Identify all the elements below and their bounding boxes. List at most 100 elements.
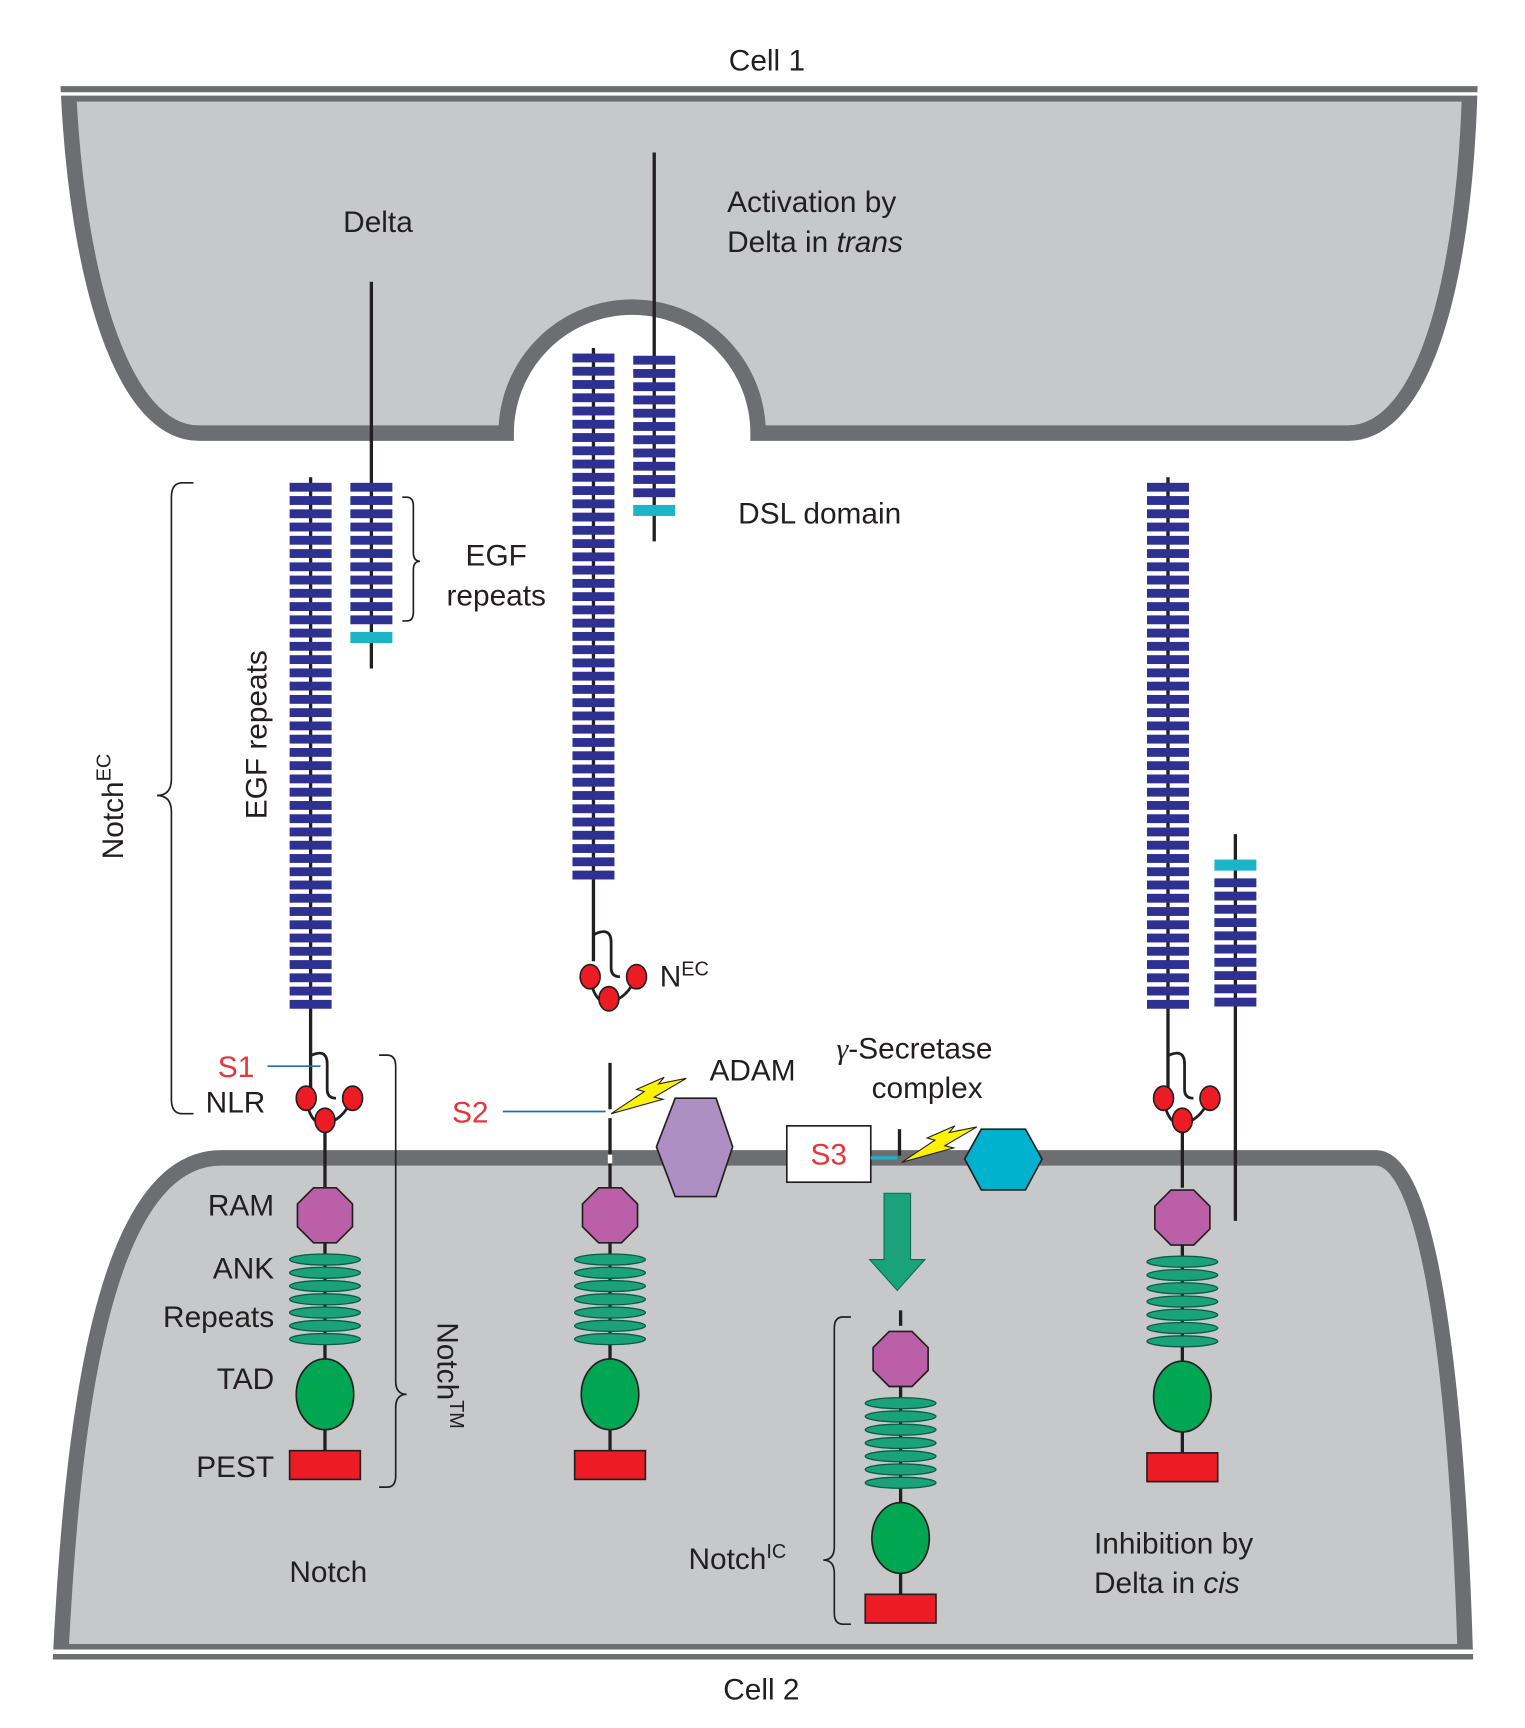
cell-2-body: [52, 1150, 1474, 1660]
notch-trans-egf-repeat: [572, 631, 615, 641]
notch-trans-egf-repeat: [572, 804, 615, 814]
delta-trans-egf-repeat: [633, 461, 676, 471]
notch-cis-ank-repeat: [1146, 1268, 1219, 1282]
activation-label-line1: Activation by: [727, 186, 896, 219]
notch-left-egf-repeat: [289, 628, 332, 638]
notch-trans-pest-domain: [573, 1449, 647, 1481]
notch-left-egf-repeat: [289, 880, 332, 890]
notch-left-egf-repeat: [289, 482, 332, 492]
notch-left-egf-repeat: [289, 734, 332, 744]
delta-trans-egf-repeat: [633, 355, 676, 365]
delta-trans-egf-repeat: [633, 382, 676, 392]
notch-cis-egf-repeat: [1146, 575, 1189, 585]
notch-cis-egf-repeat: [1146, 602, 1189, 611]
dsl-domain-label: DSL domain: [738, 498, 901, 531]
notch-cis-nrr-lnr-repeat: [1152, 1085, 1175, 1112]
delta-trans-dsl-domain: [633, 504, 676, 516]
cell-1-body: [60, 86, 1478, 441]
notch-ic-ank-repeat: [864, 1436, 937, 1450]
notch-ic-ank-repeat: [864, 1423, 937, 1436]
notch-left-egf-repeat: [289, 999, 332, 1009]
notch-trans-egf-repeat: [572, 844, 615, 853]
delta-trans-egf-repeat: [633, 435, 676, 445]
notch-left-egf-repeat: [289, 933, 332, 943]
notch-cis-egf-repeat: [1146, 522, 1189, 532]
delta-left-egf-repeat: [350, 588, 393, 598]
notch-trans-egf-repeat: [572, 830, 615, 840]
notch-trans-egf-repeat: [572, 578, 615, 588]
notch-ec-brace: [157, 481, 194, 1115]
notch-cis-egf-repeat: [1146, 973, 1189, 983]
notch-left-egf-repeat: [289, 602, 332, 611]
notch-trans-tad-domain: [580, 1358, 640, 1431]
notch-trans-egf-repeat: [572, 353, 615, 363]
tad-label: TAD: [217, 1363, 274, 1396]
notch-ic-ank-repeat: [864, 1476, 937, 1489]
gamma-secretase: [963, 1128, 1043, 1191]
notch-trans-ank-repeat: [574, 1253, 647, 1266]
delta-left-egf-repeat: [350, 509, 393, 519]
notch-left-egf-repeat: [289, 986, 332, 996]
gamma-secretase-label-line1: γ-Secretase: [837, 1032, 993, 1065]
delta-trans-egf-repeat: [633, 475, 676, 484]
delta-label: Delta: [343, 206, 413, 239]
notch-trans-egf-repeat: [572, 366, 615, 376]
notch-cis-egf-repeat: [1146, 787, 1189, 797]
gamma-secretase-label-line2: complex: [872, 1072, 983, 1105]
notch-ic-ram-domain: [872, 1330, 929, 1388]
adam-label: ADAM: [709, 1055, 795, 1088]
notch-left-ank-repeat: [288, 1279, 361, 1293]
notch-left-ank-repeat: [288, 1266, 361, 1279]
notch-cis-egf-repeat: [1146, 801, 1189, 810]
notch-left-egf-repeat: [289, 549, 332, 558]
notch-trans-nec-lnr-repeat: [625, 963, 648, 990]
notch-left-egf-repeat: [289, 827, 332, 837]
notch-trans-egf-repeat: [572, 777, 615, 787]
notch-trans-nec-loop: [592, 930, 621, 979]
notch-cis-egf-repeat: [1146, 708, 1189, 718]
notch-left-egf-repeat: [289, 774, 332, 784]
notch-trans-egf-repeat: [572, 486, 615, 495]
notch-left-egf-repeat: [289, 575, 332, 585]
notch-ic-brace: [823, 1316, 851, 1625]
notch-trans-egf-repeat: [572, 525, 615, 535]
notch-cis-egf-repeat: [1146, 668, 1189, 678]
notch-left-egf-repeat: [289, 694, 332, 704]
notch-cis-egf-repeat: [1146, 907, 1189, 916]
notch-trans-egf-repeat: [572, 472, 615, 482]
delta-left-egf-repeat: [350, 575, 393, 585]
notch-trans-ank-repeat: [574, 1293, 647, 1306]
notch-trans-s3-site: [607, 1154, 613, 1164]
notch-left-egf-repeat: [289, 787, 332, 797]
delta-trans-egf-repeat: [633, 488, 676, 498]
notch-cis-egf-repeat: [1146, 641, 1189, 651]
notch-trans-ank-repeat: [574, 1279, 647, 1293]
notch-ec-label: NotchEC: [94, 754, 130, 860]
delta-left-egf-repeat: [350, 549, 393, 558]
delta-cis-egf-repeat: [1214, 957, 1257, 967]
delta-left-egf-repeat: [350, 602, 393, 611]
notch-left-egf-repeat: [289, 655, 332, 665]
repeats-label: Repeats: [163, 1301, 274, 1334]
delta-left-egf-repeat: [350, 522, 393, 532]
notch-trans-ank-repeat: [574, 1319, 647, 1333]
notch-cis-egf-repeat: [1146, 694, 1189, 704]
delta-cis-egf-repeat: [1214, 931, 1257, 941]
notch-trans-egf-repeat: [572, 658, 615, 668]
notch-left-egf-repeat: [289, 893, 332, 903]
notch-trans-egf-repeat: [572, 618, 615, 628]
notch-trans-egf-repeat: [572, 446, 615, 456]
notch-tm-label: NotchTM: [431, 1322, 467, 1429]
notch-cis-egf-repeat: [1146, 933, 1189, 943]
notch-left-egf-repeat: [289, 535, 332, 545]
notch-trans-egf-repeat: [572, 751, 615, 761]
delta-cis-egf-repeat: [1214, 918, 1257, 927]
notch-trans-egf-repeat: [572, 605, 615, 615]
notch-ic-ank-repeat: [864, 1396, 937, 1410]
notch-cis-egf-repeat: [1146, 747, 1189, 757]
notch-trans-egf-repeat: [572, 764, 615, 774]
notch-trans-egf-repeat: [572, 870, 615, 880]
delta-left-egf-repeat: [350, 562, 393, 572]
notch-left-egf-repeat: [289, 668, 332, 678]
notch-left-nrr-lnr-repeat: [341, 1085, 364, 1112]
